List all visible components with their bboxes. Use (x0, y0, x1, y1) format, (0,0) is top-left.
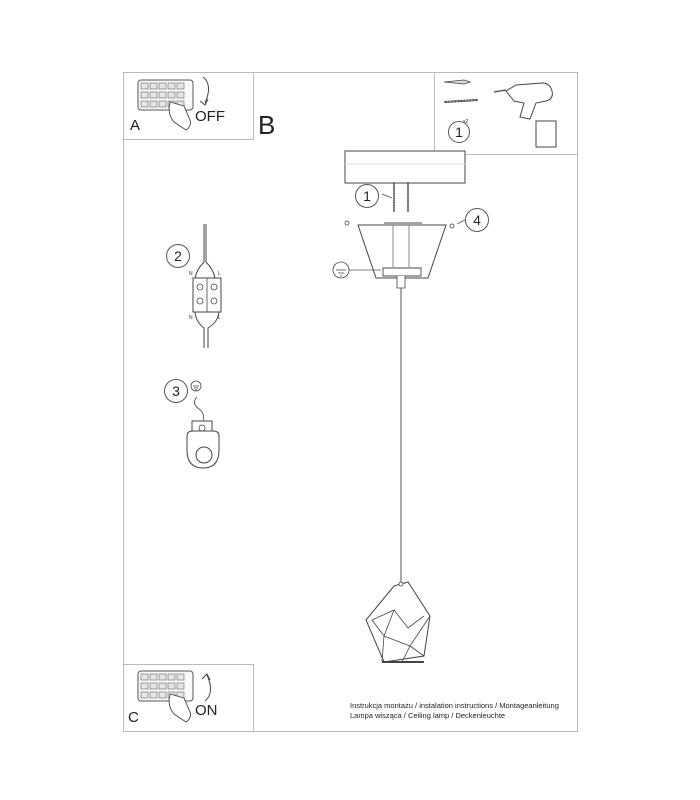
panel-a-switch-icon (137, 76, 209, 131)
step-number-wires: 2 (166, 244, 190, 268)
terminal-label-l-top: L (218, 271, 221, 277)
panel-a-state-label: OFF (195, 108, 225, 125)
wire-connector-diagram (192, 224, 222, 348)
panel-c-letter: C (128, 709, 139, 726)
geometric-pendant-shade (365, 581, 431, 663)
anchor-quantity: x2 (463, 119, 469, 125)
drill-icon (493, 82, 557, 148)
step-number-anchor: 1 (355, 184, 379, 208)
footer-instructions: Instrukcja montażu / instalation instruc… (350, 701, 559, 710)
ground-terminal-diagram (186, 380, 220, 469)
instruction-frame (123, 72, 578, 732)
panel-c-switch-icon (137, 670, 211, 723)
wall-anchor-icon (443, 79, 479, 103)
terminal-label-n-bottom: N (189, 315, 193, 321)
step-number-drill: 1 (448, 121, 470, 143)
step-number-ground: 3 (164, 379, 188, 403)
step-number-canopy-screw: 4 (465, 208, 489, 232)
footer-lamp-type: Lampa wisząca / Ceiling lamp / Deckenleu… (350, 711, 506, 720)
ceiling-mount-diagram (332, 150, 466, 582)
panel-c-state-label: ON (195, 702, 218, 719)
terminal-label-l-bottom: L (218, 315, 221, 321)
terminal-label-n-top: N (189, 271, 193, 277)
panel-a-letter: A (130, 117, 141, 134)
panel-b-letter: B (258, 110, 276, 140)
